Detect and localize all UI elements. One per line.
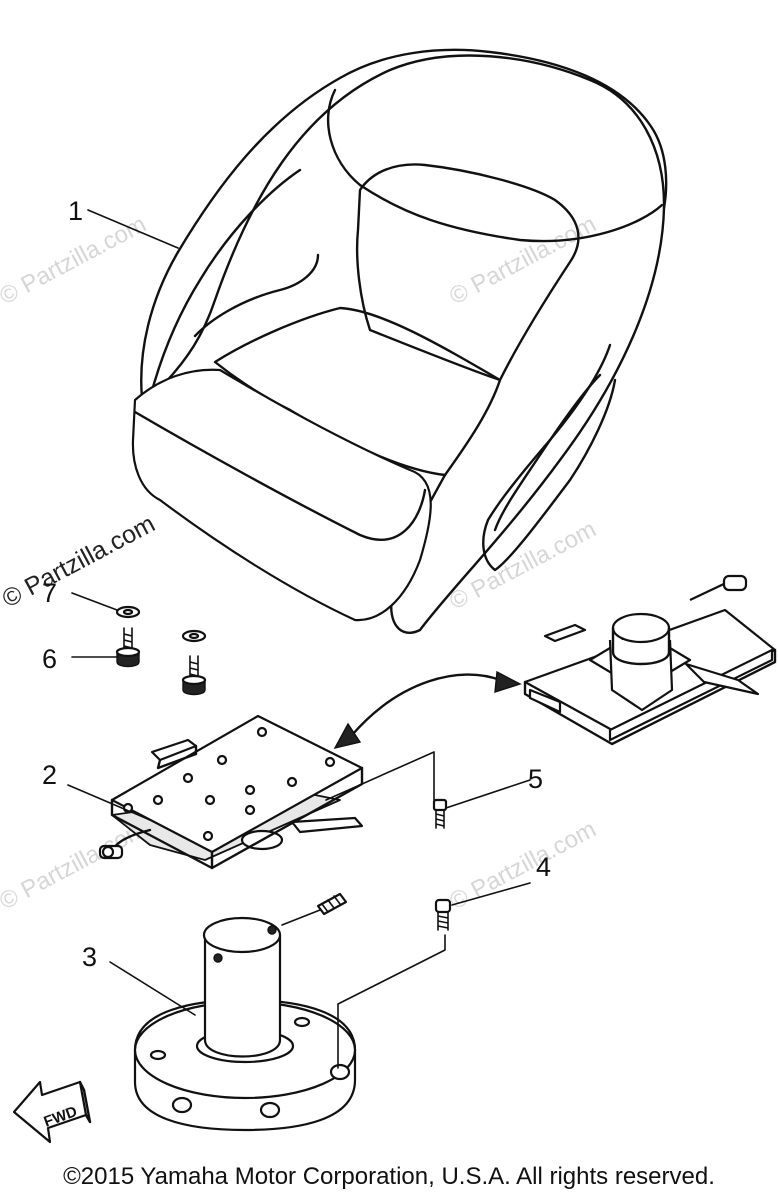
callout-7: 7 xyxy=(42,578,57,608)
pedestal-part-3 xyxy=(133,916,357,1132)
leader-lines xyxy=(67,209,531,1069)
pedestal-holes xyxy=(149,1016,351,1119)
bolt-part-6b xyxy=(181,629,207,696)
callout-2: 2 xyxy=(42,760,57,790)
seat-part-1 xyxy=(131,48,668,634)
bolt-part-6 xyxy=(115,605,141,668)
watermark: © Partzilla.com xyxy=(445,516,600,616)
interchange-arrow xyxy=(333,670,522,750)
callout-5: 5 xyxy=(528,764,543,794)
pedestal-screw xyxy=(316,892,348,916)
slider-assembly xyxy=(523,574,777,746)
callout-3: 3 xyxy=(82,942,97,972)
fwd-arrow-icon: FWD xyxy=(12,1080,92,1144)
plate-holes xyxy=(122,726,336,842)
callout-1: 1 xyxy=(68,196,83,226)
bolt-part-5 xyxy=(432,798,448,829)
callout-6: 6 xyxy=(42,644,57,674)
mount-plate-part-2 xyxy=(98,714,364,870)
watermark: © Partzilla.com xyxy=(0,816,151,916)
watermark-dark: © Partzilla.com xyxy=(0,509,160,613)
copyright-notice: ©2015 Yamaha Motor Corporation, U.S.A. A… xyxy=(63,1163,715,1190)
callout-4: 4 xyxy=(536,852,551,882)
callout-labels: 1 2 3 4 5 6 7 xyxy=(42,196,551,972)
bolt-part-4 xyxy=(434,898,452,931)
